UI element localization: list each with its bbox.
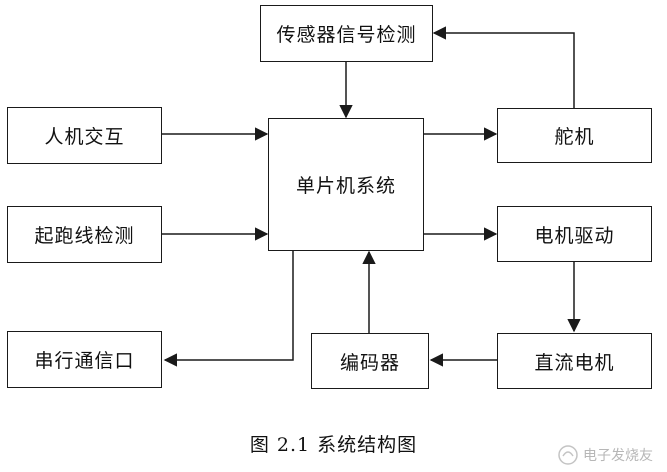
- watermark-text: 电子发烧友: [583, 448, 653, 464]
- node-dc-motor: 直流电机: [497, 333, 652, 389]
- node-driver-label: 电机驱动: [534, 224, 615, 247]
- watermark-logo-icon: [558, 445, 578, 465]
- node-hmi-label: 人机交互: [44, 126, 125, 148]
- node-start-line-detection: 起跑线检测: [7, 206, 162, 263]
- node-motor-label: 直流电机: [534, 351, 615, 374]
- arrow-servo-to-sensor: [432, 26, 575, 108]
- node-sensor-detection-label: 传感器信号检测: [276, 24, 417, 46]
- node-servo: 舵机: [497, 108, 652, 163]
- node-encoder: 编码器: [311, 333, 429, 389]
- node-encoder-label: 编码器: [339, 351, 400, 374]
- node-serial-label: 串行通信口: [34, 350, 135, 372]
- node-motor-driver: 电机驱动: [497, 206, 652, 262]
- figure-caption: 图 2.1 系统结构图: [249, 434, 418, 456]
- node-start-line-label: 起跑线检测: [34, 225, 135, 247]
- node-mcu-system: 单片机系统: [268, 118, 424, 251]
- node-serial-port: 串行通信口: [7, 331, 162, 388]
- watermark: 电子发烧友: [557, 444, 653, 466]
- arrow-mcu-to-serial: [163, 250, 294, 367]
- node-servo-label: 舵机: [554, 126, 595, 148]
- node-sensor-detection: 传感器信号检测: [260, 5, 433, 62]
- node-mcu-label: 单片机系统: [295, 175, 396, 197]
- node-human-machine-interaction: 人机交互: [7, 107, 162, 164]
